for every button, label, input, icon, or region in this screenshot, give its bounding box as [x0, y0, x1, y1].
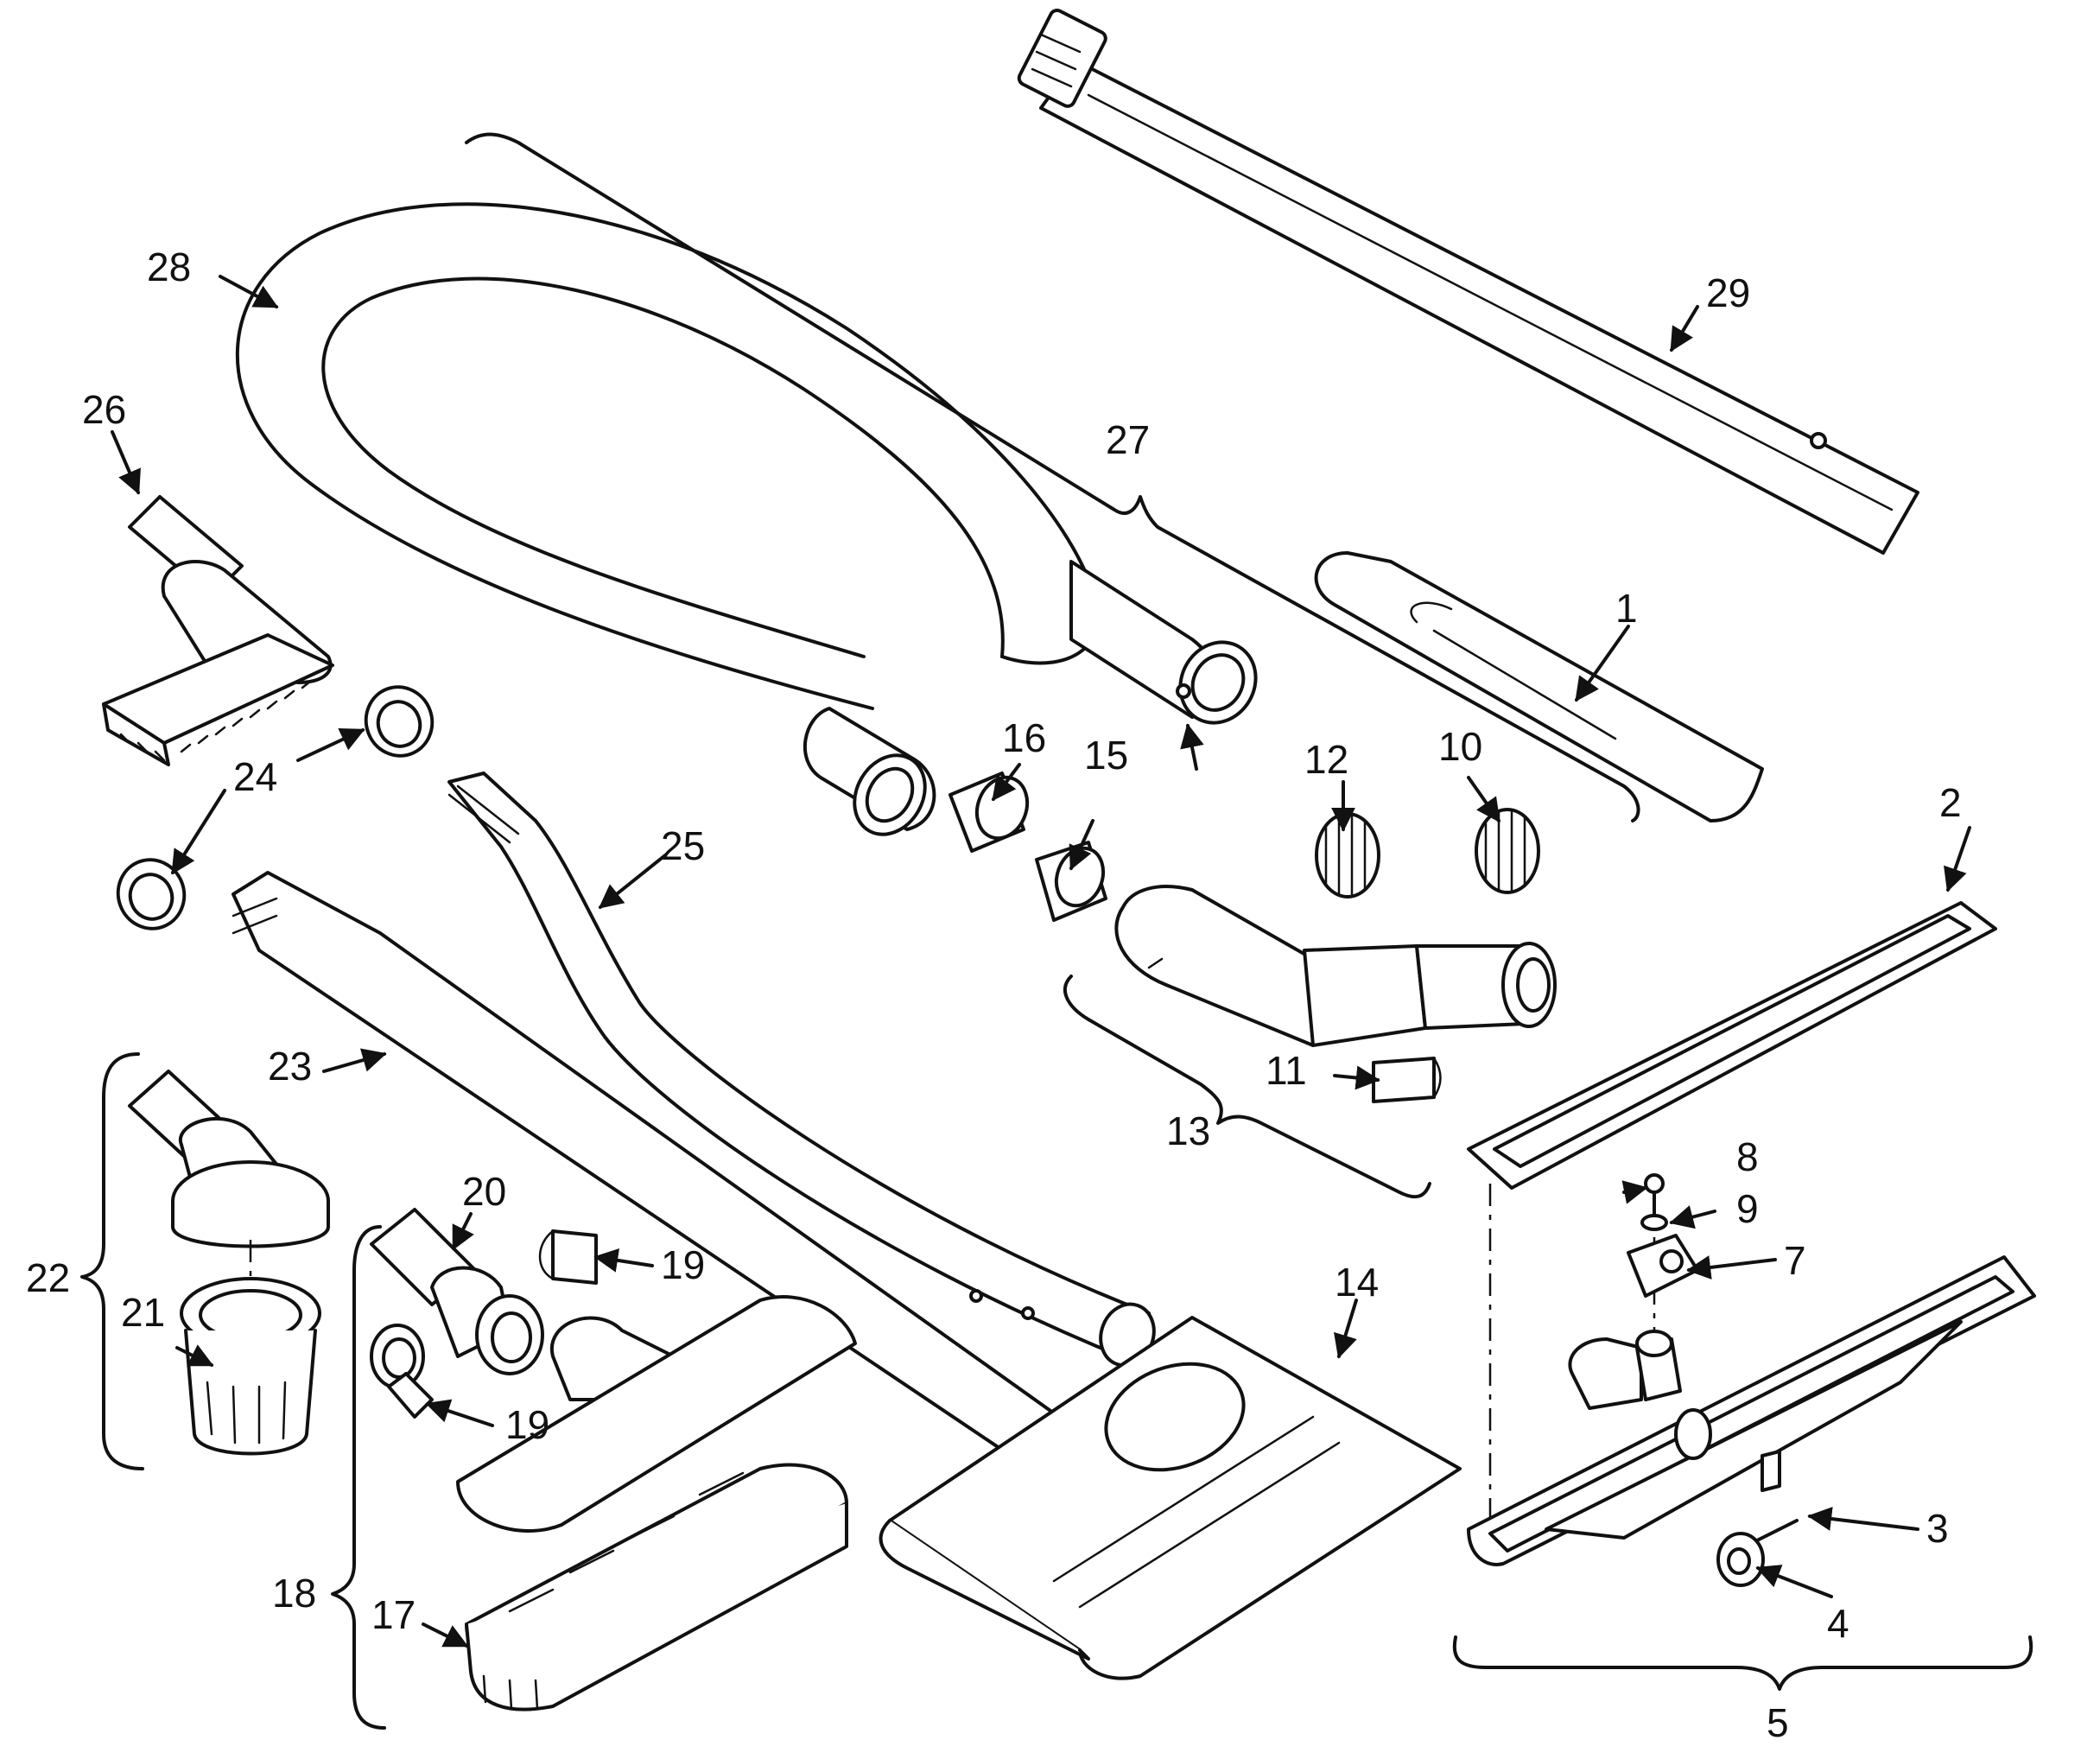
part-24-ring-b: [116, 858, 187, 930]
bracket-27: [465, 132, 1640, 822]
callout-3: 3: [1926, 1506, 1949, 1551]
bracket-5: [1452, 1635, 2033, 1691]
bracket-13: [1063, 975, 1431, 1199]
callout-20: 20: [462, 1169, 506, 1214]
part-8-screw: [1644, 1173, 1665, 1216]
callout-1: 1: [1615, 586, 1638, 631]
part-19-clip-upper: [538, 1229, 598, 1285]
part-19-ring-lower: [370, 1324, 434, 1419]
bracket-18: [331, 1225, 386, 1730]
callout-19-lower: 19: [505, 1402, 549, 1447]
callout-5: 5: [1767, 1700, 1789, 1745]
callout-23: 23: [268, 1044, 312, 1089]
part-2-gasket: [1467, 901, 1997, 1190]
callout-14: 14: [1335, 1260, 1379, 1305]
part-10-swivel-nut: [1475, 808, 1540, 894]
callout-24-upper: 24: [233, 754, 277, 799]
callout-29: 29: [1706, 270, 1750, 315]
bracket-22: [80, 1052, 144, 1470]
callout-2: 2: [1939, 780, 1962, 825]
callout-13: 13: [1166, 1108, 1210, 1153]
callout-labels: 29 28 27 26 1 24 16 15 12 10 25 2 23 11 …: [26, 244, 1962, 1745]
part-14-filter-bag: [879, 1316, 1462, 1680]
part-17-brush-head: [465, 1463, 848, 1711]
callout-17: 17: [371, 1592, 416, 1637]
callout-11: 11: [1266, 1048, 1307, 1093]
callout-12: 12: [1304, 737, 1348, 782]
callout-21: 21: [121, 1290, 165, 1335]
part-12-swivel-nut: [1315, 812, 1380, 899]
callout-22: 22: [26, 1255, 70, 1300]
leader-arrows: [111, 275, 1971, 1648]
part-4-wheel: [1716, 1532, 1765, 1587]
part-9-washer: [1640, 1214, 1668, 1231]
callout-10: 10: [1438, 724, 1482, 769]
part-22-dusting-brush: [128, 1070, 330, 1248]
callout-25: 25: [661, 823, 705, 868]
part-20-swivel-elbow: [370, 1208, 544, 1375]
callout-26: 26: [82, 387, 126, 432]
part-1-crevice-tool: [1314, 551, 1764, 822]
part-7-pivot-bracket: [1627, 1234, 1699, 1298]
callout-8: 8: [1736, 1134, 1759, 1179]
part-28-hose: [235, 202, 1258, 836]
part-26-upholstery-tool: [102, 495, 334, 766]
callout-4: 4: [1827, 1601, 1849, 1646]
callout-15: 15: [1084, 733, 1128, 778]
part-15-clip: [1035, 841, 1107, 922]
part-21-brush-cap: [180, 1277, 321, 1456]
part-5-nozzle-assembly: [1467, 1255, 2036, 1566]
callout-16: 16: [1002, 715, 1046, 760]
part-18-floor-tool: [456, 1295, 857, 1533]
callout-9: 9: [1736, 1186, 1759, 1231]
part-13-hose-handle: [1114, 885, 1557, 1047]
part-24-ring-a: [364, 685, 435, 758]
callout-19-upper: 19: [661, 1242, 705, 1287]
callout-18: 18: [272, 1571, 316, 1616]
callout-28: 28: [147, 244, 191, 289]
part-16-coupler: [948, 772, 1030, 853]
callout-7: 7: [1784, 1238, 1806, 1283]
part-11-slide-cover: [1372, 1057, 1442, 1103]
part-29-extension-wand: [1017, 8, 1919, 555]
callout-27: 27: [1106, 417, 1150, 462]
